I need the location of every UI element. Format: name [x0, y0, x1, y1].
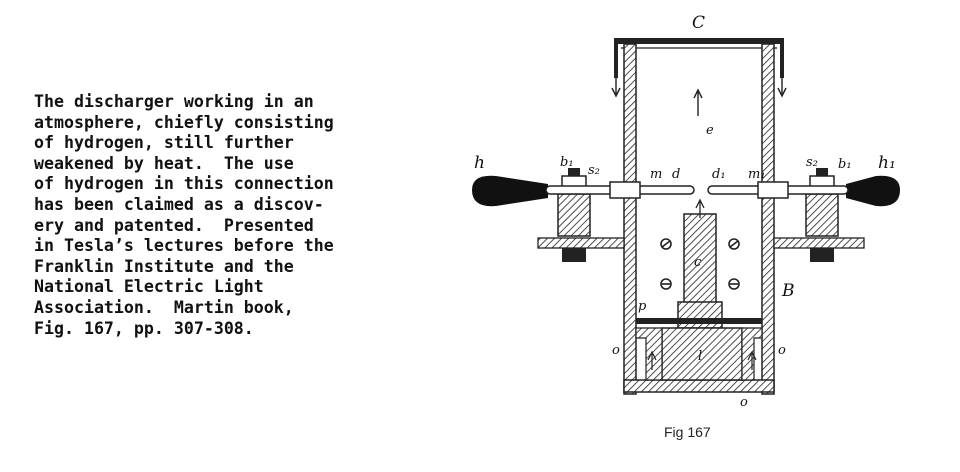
caption-line: has been claimed as a discov- — [34, 194, 324, 214]
caption-line: ery and patented. Presented — [34, 215, 314, 235]
label-l: l — [698, 349, 702, 364]
vessel-bottom — [623, 379, 775, 393]
vessel-left-wall — [623, 43, 637, 395]
right-bracket — [773, 237, 865, 249]
label-c-top: C — [692, 13, 705, 33]
caption-line: atmosphere, chiefly consisting — [34, 112, 334, 132]
label-e: e — [706, 123, 714, 138]
label-s-right: s₂ — [806, 155, 818, 170]
caption-line: of hydrogen, still further — [34, 133, 294, 153]
label-d-right: d₁ — [712, 167, 726, 182]
label-o-right: o — [778, 343, 786, 358]
label-d-left: d — [672, 167, 680, 182]
caption-line: The discharger working in an — [34, 92, 314, 111]
caption-line: Association. Martin book, — [34, 297, 294, 317]
label-o-left: o — [612, 343, 620, 358]
left-handle — [472, 175, 548, 207]
caption-line: weakened by heat. The use — [34, 153, 294, 173]
top-cap — [614, 38, 784, 78]
caption-line: Fig. 167, pp. 307-308. — [34, 318, 254, 338]
label-c-inner: c — [694, 255, 702, 270]
right-handle — [846, 175, 900, 207]
figure-caption: The discharger working in an atmosphere,… — [34, 92, 464, 339]
discharger-illustration: C h h₁ b₁ b₁ s₂ s₂ m m₁ d d₁ e c B p o o… — [472, 13, 900, 408]
label-b-left: b₁ — [560, 155, 574, 170]
heater-column — [683, 213, 717, 305]
top-cap-right — [780, 38, 784, 78]
left-bracket — [537, 237, 625, 249]
label-p: p — [638, 299, 647, 314]
label-s-left: s₂ — [588, 163, 600, 178]
caption-line: Franklin Institute and the — [34, 256, 294, 276]
caption-line: in Tesla’s lectures before the — [34, 236, 334, 256]
caption-line: of hydrogen in this connection — [34, 174, 334, 194]
label-o-bottom: o — [740, 395, 748, 408]
label-m-left: m — [650, 167, 662, 182]
label-b-vessel: B — [781, 281, 795, 301]
label-m-right: m₁ — [748, 167, 766, 182]
label-h-right: h₁ — [878, 153, 896, 173]
caption-line: National Electric Light — [34, 277, 264, 297]
figure-number: Fig 167 — [664, 424, 711, 440]
label-b-right: b₁ — [838, 157, 852, 172]
vessel-right-wall — [761, 43, 775, 395]
label-h-left: h — [474, 153, 485, 173]
